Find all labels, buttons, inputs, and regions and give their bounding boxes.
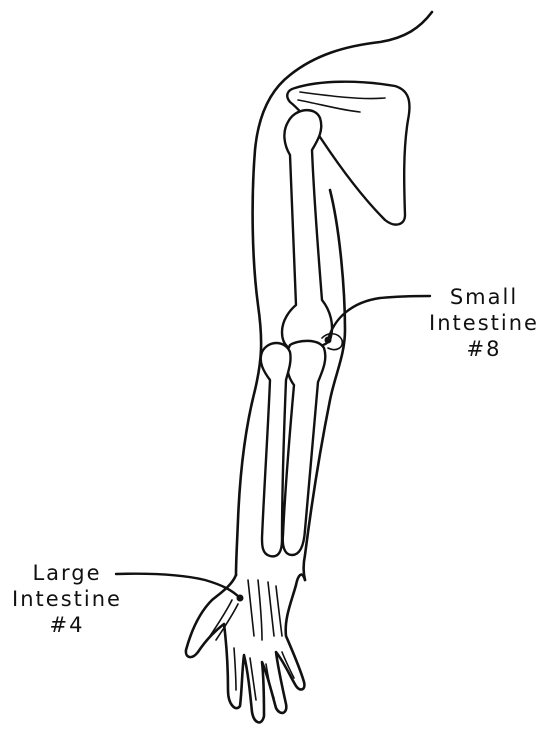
small-intestine-label-line3: #8: [420, 336, 548, 362]
large-intestine-label: Large Intestine #4: [2, 560, 132, 638]
small-intestine-label: Small Intestine #8: [420, 284, 548, 362]
hand-outline: [186, 575, 305, 723]
small-intestine-label-line1: Small: [420, 284, 548, 310]
large-intestine-leader-line: [116, 574, 240, 598]
humerus-bone: [282, 110, 332, 350]
large-intestine-label-line2: Intestine: [2, 586, 132, 612]
small-intestine-label-line2: Intestine: [420, 310, 548, 336]
large-intestine-label-line3: #4: [2, 612, 132, 638]
large-intestine-label-line1: Large: [2, 560, 132, 586]
